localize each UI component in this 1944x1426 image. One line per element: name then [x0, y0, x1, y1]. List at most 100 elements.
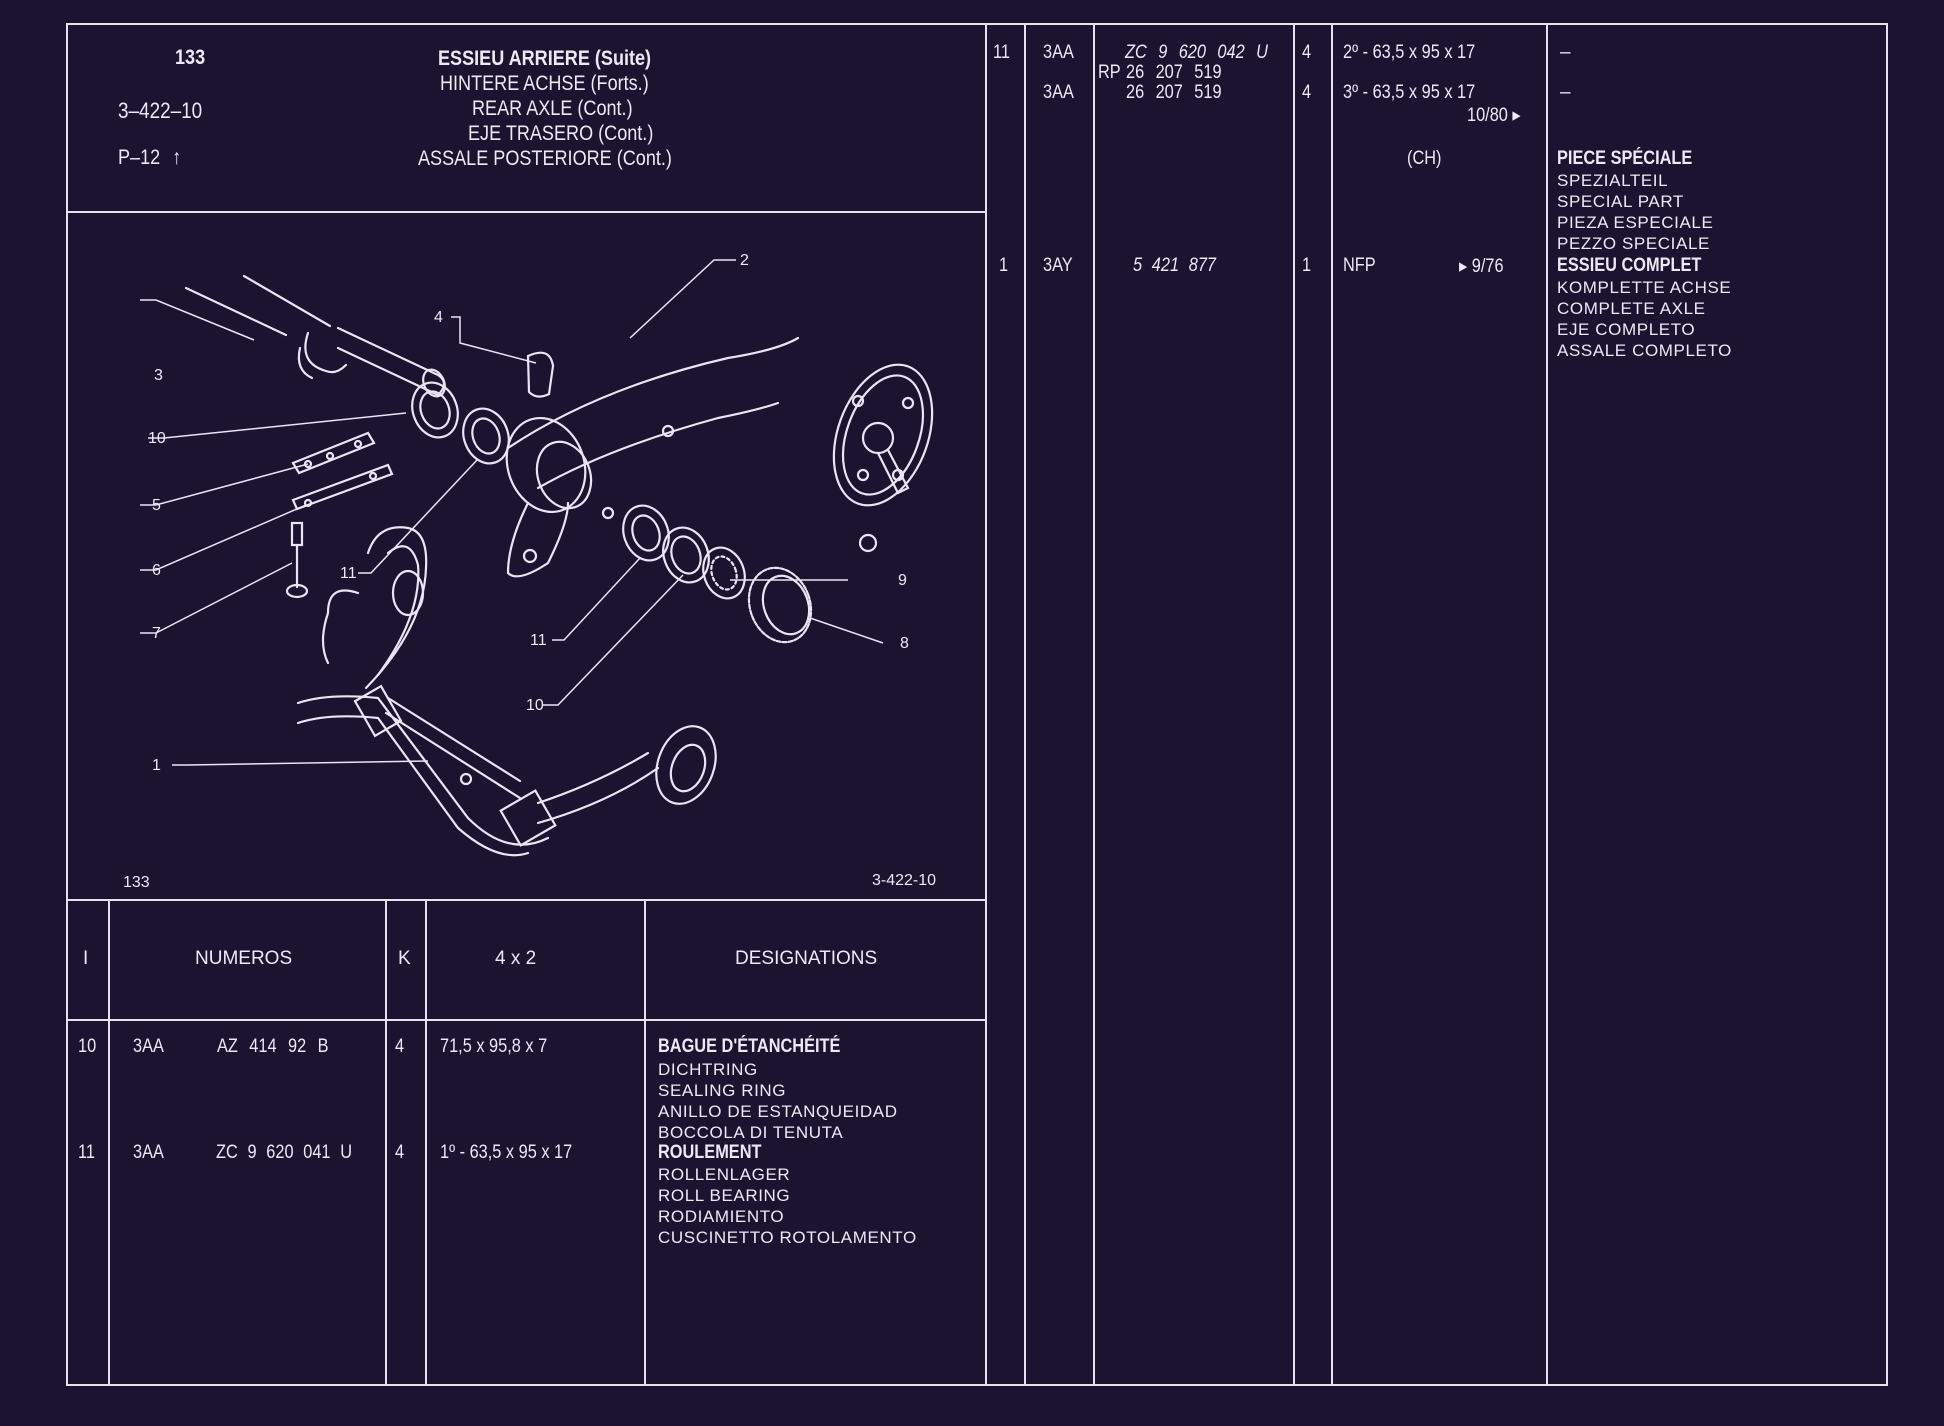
row-k: 4	[395, 1036, 405, 1057]
callout-10b: 10	[526, 697, 544, 714]
row-designation-it: PEZZO SPECIALE	[1557, 234, 1710, 253]
col-header-designations: DESIGNATIONS	[735, 948, 878, 969]
lower-plate-part	[291, 463, 394, 511]
frame-bottom	[66, 1384, 1888, 1386]
callout-11b: 11	[530, 632, 547, 649]
up-arrow-icon: ↑	[172, 146, 182, 169]
frame-left	[66, 23, 68, 1386]
row-designation-en: ROLL BEARING	[658, 1186, 791, 1205]
row-designation-de: SPEZIALTEIL	[1557, 171, 1669, 190]
row-dims: 1º - 63,5 x 95 x 17	[440, 1142, 573, 1163]
title-es: EJE TRASERO (Cont.)	[468, 122, 654, 145]
row-k: 4	[1302, 42, 1312, 63]
row-k: 1	[1302, 255, 1312, 276]
title-de: HINTERE ACHSE (Forts.)	[440, 72, 649, 95]
row-dims: 71,5 x 95,8 x 7	[440, 1036, 548, 1057]
row-prefix: 3AA	[1043, 42, 1074, 63]
row-designation: –	[1560, 82, 1571, 103]
col-header-dims: 4 x 2	[495, 948, 537, 969]
row-index: 11	[78, 1142, 95, 1163]
row-designation-main: ESSIEU COMPLET	[1557, 255, 1702, 276]
callout-2: 2	[740, 252, 749, 269]
clamp-plate-part	[291, 431, 376, 475]
col-header-numeros: NUMEROS	[195, 948, 293, 969]
table-header-top	[66, 899, 986, 901]
rcol-sep-5	[1546, 23, 1548, 1386]
title-it: ASSALE POSTERIORE (Cont.)	[418, 147, 672, 170]
row-date: ▸ 9/76	[1459, 256, 1504, 277]
page-reference-text: P–12	[118, 146, 161, 169]
row-designation-main: PIECE SPÉCIALE	[1557, 148, 1693, 169]
bolt-part	[285, 521, 309, 599]
callout-11a: 11	[340, 565, 357, 582]
rcol-sep-3	[1293, 23, 1295, 1386]
row-date: 10/80 ▸	[1467, 105, 1521, 126]
row-designation-main: ROULEMENT	[658, 1142, 762, 1163]
leader-7	[140, 562, 293, 634]
callout-10a: 10	[148, 430, 166, 447]
leader-5	[140, 463, 309, 506]
figure-footer-right: 3-422-10	[872, 872, 937, 889]
header-titles: ESSIEU ARRIERE (Suite) HINTERE ACHSE (Fo…	[380, 46, 740, 171]
row-prefix: 3AA	[1043, 82, 1074, 103]
row-designation-es: PIEZA ESPECIALE	[1557, 213, 1714, 232]
row-designation-it: ASSALE COMPLETO	[1557, 341, 1732, 360]
row-designation-it: BOCCOLA DI TENUTA	[658, 1123, 844, 1142]
leader-11a	[358, 458, 479, 574]
frame-right	[1886, 23, 1888, 1386]
leader-2	[629, 259, 736, 339]
col-sep-2	[385, 899, 387, 1386]
row-part-number: 5 421 877	[1133, 255, 1217, 276]
trailing-arm-part	[505, 336, 878, 578]
leader-8	[809, 617, 884, 644]
callout-8: 8	[900, 635, 909, 652]
row-index: 11	[993, 42, 1010, 63]
row-designation-es: ANILLO DE ESTANQUEIDAD	[658, 1102, 898, 1121]
row-part-number: 26 207 519	[1126, 82, 1222, 103]
seal-ring-lower	[662, 526, 710, 584]
row-designation-it: CUSCINETTO ROTOLAMENTO	[658, 1228, 917, 1247]
page-reference: P–12 ↑	[118, 146, 181, 170]
row-designation-de: ROLLENLAGER	[658, 1165, 791, 1184]
leader-4	[451, 316, 537, 364]
row-part-number: ZC 9 620 041 U	[216, 1142, 353, 1163]
row-prefix: 3AA	[133, 1036, 164, 1057]
row-rp-number: 26 207 519	[1126, 62, 1222, 83]
row-designation-en: SEALING RING	[658, 1081, 787, 1100]
bracket-part	[526, 351, 555, 398]
callout-7: 7	[152, 625, 161, 642]
row-dims: NFP	[1343, 255, 1376, 276]
leader-11b	[552, 557, 641, 641]
bearing-lower	[622, 504, 670, 562]
callout-6: 6	[152, 562, 161, 579]
col-sep-3	[425, 899, 427, 1386]
col-sep-4	[644, 899, 646, 1386]
title-fr: ESSIEU ARRIERE (Suite)	[438, 47, 652, 70]
leader-10b	[542, 574, 684, 706]
row-designation-main: BAGUE D'ÉTANCHÉITÉ	[658, 1036, 841, 1057]
title-en: REAR AXLE (Cont.)	[472, 97, 633, 120]
brake-plate-part	[832, 363, 934, 507]
complete-axle-part	[296, 526, 717, 857]
row-k: 4	[395, 1142, 405, 1163]
row-designation-en: SPECIAL PART	[1557, 192, 1684, 211]
row-index: 10	[78, 1036, 97, 1057]
col-sep-1	[108, 899, 110, 1386]
row-index: 1	[999, 255, 1009, 276]
row-designation: –	[1560, 42, 1571, 63]
page-number: 133	[175, 46, 206, 69]
callout-1: 1	[152, 757, 161, 774]
header-separator	[66, 211, 986, 213]
frame-top	[66, 23, 1888, 25]
row-note: (CH)	[1407, 148, 1442, 169]
row-part-number: AZ 414 92 B	[217, 1036, 329, 1057]
figure-footer-left: 133	[123, 874, 150, 891]
rcol-sep-1	[1024, 23, 1026, 1386]
rcol-sep-2	[1093, 23, 1095, 1386]
row-designation-es: EJE COMPLETO	[1557, 320, 1696, 339]
row-prefix: 3AY	[1043, 255, 1073, 276]
row-designation-en: COMPLETE AXLE	[1557, 299, 1706, 318]
row-dims: 3º - 63,5 x 95 x 17	[1343, 82, 1476, 103]
callout-5: 5	[152, 497, 161, 514]
